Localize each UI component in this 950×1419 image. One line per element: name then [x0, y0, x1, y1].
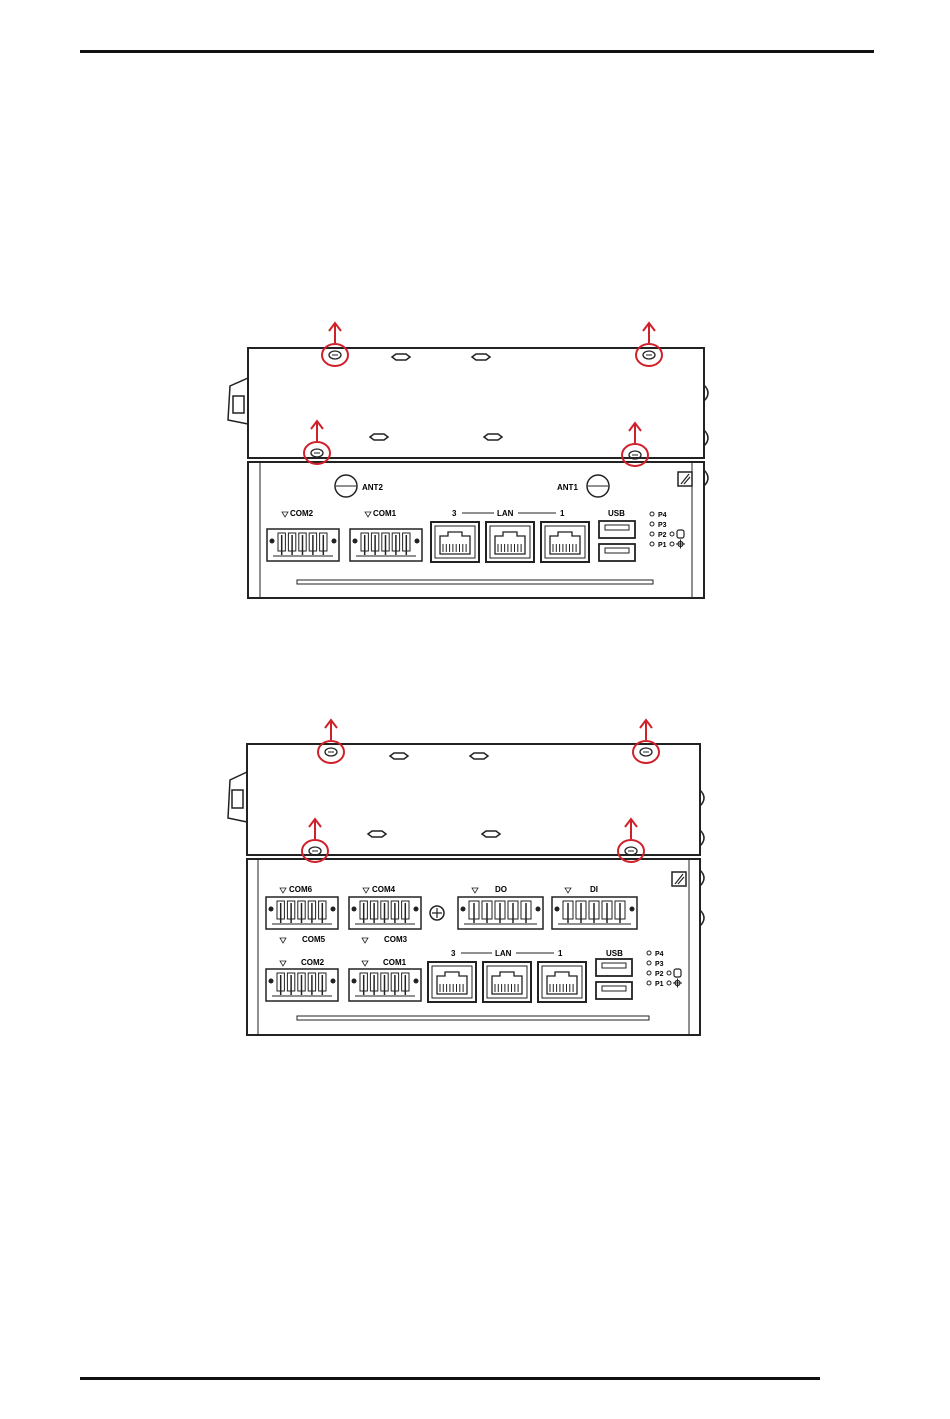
front-panel — [247, 859, 700, 1035]
lan-number: 1 — [560, 509, 565, 518]
lan-number: 3 — [451, 949, 456, 958]
led-label: P4 — [655, 951, 664, 958]
usb-label: USB — [606, 949, 623, 958]
mounting-tab-hole — [232, 790, 243, 808]
com-label: COM2 — [301, 958, 325, 967]
lift-arrow-icon — [640, 720, 652, 740]
lan-label: LAN — [497, 509, 514, 518]
header-rule — [80, 50, 874, 53]
led-label: P2 — [658, 532, 667, 539]
device-figure-top-view-2: COM6 COM4 DO DI COM5 COM3 COM2 COM1 3 LA… — [0, 708, 950, 1048]
antenna-label-2: ANT2 — [362, 483, 383, 492]
io-label: DI — [590, 885, 598, 894]
led-label: P1 — [655, 981, 664, 988]
com-label: COM2 — [290, 509, 314, 518]
led-label: P4 — [658, 512, 667, 519]
led-label: P3 — [658, 522, 667, 529]
com-label: COM3 — [384, 935, 408, 944]
lift-arrow-icon — [325, 720, 337, 740]
com-label: COM6 — [289, 885, 313, 894]
mounting-tab-hole — [233, 396, 244, 413]
mounting-tab — [228, 378, 248, 424]
lan-label: LAN — [495, 949, 512, 958]
com-label: COM5 — [302, 935, 326, 944]
com-label: COM1 — [373, 509, 397, 518]
lan-number: 3 — [452, 509, 457, 518]
com-label: COM4 — [372, 885, 396, 894]
led-label: P3 — [655, 961, 664, 968]
io-label: DO — [495, 885, 507, 894]
lift-arrow-icon — [643, 323, 655, 343]
usb-label: USB — [608, 509, 625, 518]
led-label: P1 — [658, 542, 667, 549]
com-label: COM1 — [383, 958, 407, 967]
lan-number: 1 — [558, 949, 563, 958]
lift-arrow-icon — [329, 323, 341, 343]
mounting-tab — [228, 772, 247, 822]
footer-rule — [80, 1377, 820, 1380]
led-label: P2 — [655, 971, 664, 978]
antenna-label-1: ANT1 — [557, 483, 578, 492]
